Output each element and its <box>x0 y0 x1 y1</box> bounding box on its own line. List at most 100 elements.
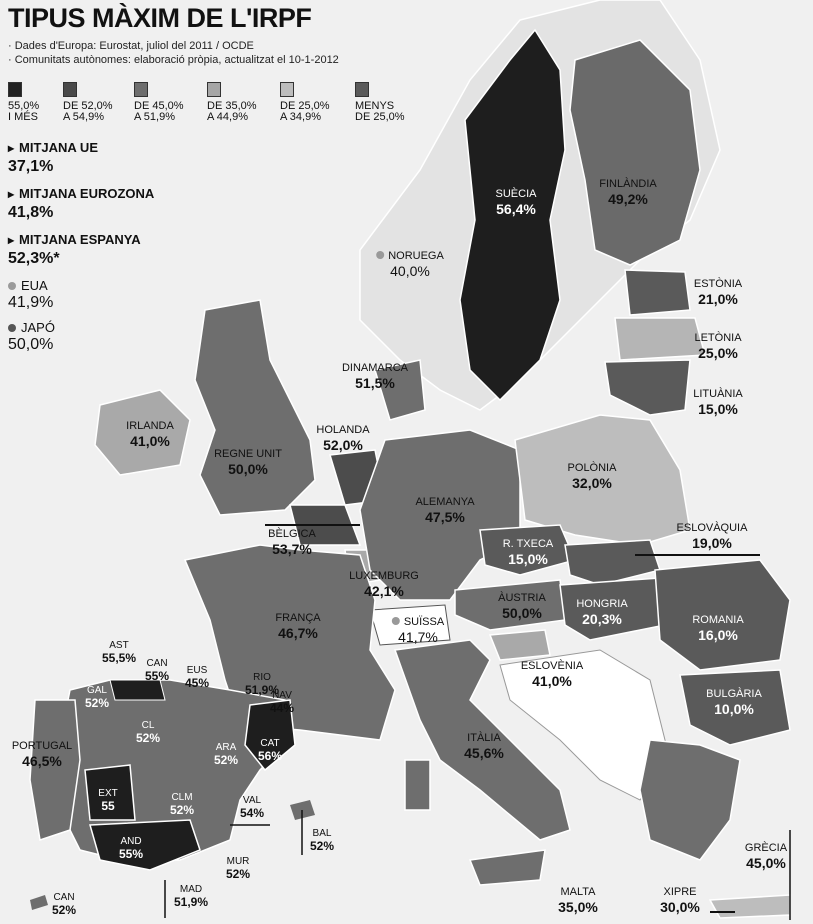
country-value: 52,0% <box>323 436 363 453</box>
region-value: 52% <box>84 695 110 710</box>
legend-item: DE 52,0% A 54,9% <box>63 82 143 123</box>
country-value: 41,7% <box>398 628 438 645</box>
average-value: 41,8% <box>8 204 54 221</box>
country-value: 16,0% <box>698 626 738 643</box>
country-value: 41,0% <box>532 672 572 689</box>
country-name: HOLANDA <box>316 424 370 436</box>
country-value: 53,7% <box>272 540 312 557</box>
source-line: · Comunitats autònomes: elaboració pròpi… <box>8 54 339 66</box>
region-value: 55% <box>144 668 170 683</box>
legend-swatch <box>8 82 22 97</box>
legend-label: 55,0% <box>8 100 40 112</box>
region-name: CAN <box>146 658 168 669</box>
region-name: AND <box>120 836 142 847</box>
country-value: 56,4% <box>496 200 536 217</box>
average-value: 37,1% <box>8 158 54 175</box>
country-name: GRÈCIA <box>744 842 788 854</box>
external-japan: JAPÓ 50,0% <box>8 320 55 354</box>
region-value: 55% <box>118 846 144 861</box>
country-value: 32,0% <box>572 474 612 491</box>
legend-label: A 54,9% <box>63 111 104 123</box>
country-name: XIPRE <box>663 886 697 898</box>
region-name: AST <box>109 640 129 651</box>
country-name: FINLÀNDIA <box>599 178 657 190</box>
country-name: SUÈCIA <box>495 188 537 200</box>
external-label: EUA <box>21 278 48 293</box>
legend-label: A 34,9% <box>280 111 321 123</box>
dot-icon <box>8 282 16 290</box>
region-name: CAN <box>53 892 75 903</box>
region-value: 55,5% <box>101 650 137 665</box>
region-value: 51,9% <box>244 682 280 697</box>
map-title: TIPUS MÀXIM DE L'IRPF <box>8 3 312 33</box>
external-label: JAPÓ <box>21 320 55 335</box>
legend-item: DE 35,0% A 44,9% <box>207 82 287 123</box>
region-value: 44% <box>269 700 295 715</box>
legend-item: MENYS DE 25,0% <box>355 82 435 123</box>
legend-label: A 51,9% <box>134 111 175 123</box>
country-name: ESLOVÈNIA <box>520 660 584 672</box>
legend-swatch <box>280 82 294 97</box>
country-value: 51,5% <box>355 374 395 391</box>
legend-item: DE 25,0% A 34,9% <box>280 82 360 123</box>
country-value: 46,5% <box>22 752 62 769</box>
country-name: ESLOVÀQUIA <box>676 522 748 534</box>
country-name: ESTÒNIA <box>693 278 743 290</box>
legend-swatch <box>63 82 77 97</box>
dot-icon <box>8 324 16 332</box>
country-name: ROMANIA <box>692 614 744 626</box>
country-name: HONGRIA <box>576 598 628 610</box>
region-name: ARA <box>215 742 237 753</box>
average-label: MITJANA EUROZONA <box>8 186 154 201</box>
country-name: FRANÇA <box>275 612 321 624</box>
dot-icon <box>391 617 400 625</box>
average-eu: MITJANA UE 37,1% <box>8 140 98 176</box>
country-name: POLÒNIA <box>567 462 617 474</box>
source-line: · Dades d'Europa: Eurostat, juliol del 2… <box>8 40 254 52</box>
region-name: RIO <box>253 672 271 683</box>
legend-swatch <box>355 82 369 97</box>
country-name: ALEMANYA <box>415 496 475 508</box>
average-spain: MITJANA ESPANYA 52,3%* <box>8 232 141 268</box>
country-value: 25,0% <box>698 344 738 361</box>
country-value: 10,0% <box>714 700 754 717</box>
country-value: 15,0% <box>698 400 738 417</box>
country-name: ITÀLIA <box>467 732 501 744</box>
country-value: 42,1% <box>364 582 404 599</box>
average-label: MITJANA ESPANYA <box>8 232 141 247</box>
country-value: 30,0% <box>660 898 700 915</box>
legend-swatch <box>134 82 148 97</box>
region-value: 55 <box>101 798 115 813</box>
country-name: PORTUGAL <box>11 740 73 752</box>
legend-swatch <box>207 82 221 97</box>
average-label: MITJANA UE <box>8 140 98 155</box>
region-name: EUS <box>186 665 208 676</box>
legend-label: I MÉS <box>8 111 38 123</box>
region-name: VAL <box>242 795 262 806</box>
region-value: 51,9% <box>173 894 209 909</box>
region-name: GAL <box>86 685 107 696</box>
